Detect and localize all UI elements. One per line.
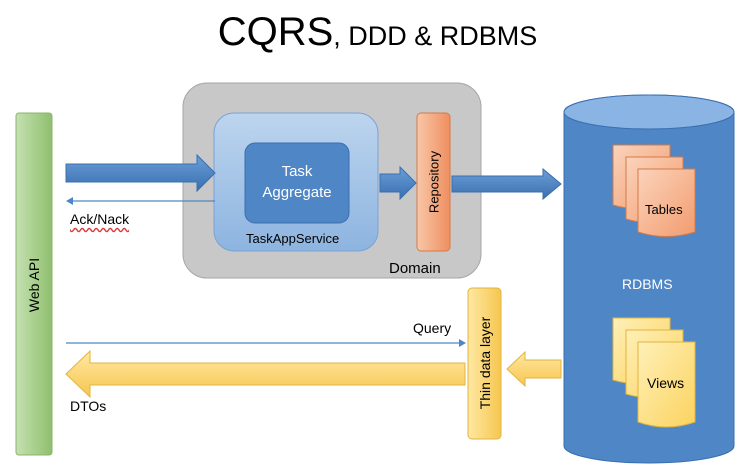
aggregate-label-line2: Aggregate xyxy=(262,184,332,201)
title-sub: , DDD & RDBMS xyxy=(333,21,538,51)
ack-label: Ack/Nack xyxy=(70,211,130,227)
views-docs xyxy=(612,317,696,428)
domain-label: Domain xyxy=(389,260,441,277)
dtos-arrow xyxy=(65,349,466,399)
repo-to-db-arrow xyxy=(451,167,562,201)
command-arrow xyxy=(65,153,216,193)
web-api-label: Web API xyxy=(26,257,42,313)
thin-layer-box xyxy=(467,287,502,440)
ack-arrow-head xyxy=(66,197,73,205)
rdbms-label: RDBMS xyxy=(622,276,673,292)
app-service-label: TaskAppService xyxy=(246,231,340,246)
db-to-thin-arrow xyxy=(506,350,562,388)
dtos-label: DTOs xyxy=(70,398,107,414)
repository-box xyxy=(416,112,451,252)
tables-label: Tables xyxy=(645,202,683,217)
aggregate-box xyxy=(244,142,350,224)
aggregate-label-line1: Task xyxy=(281,163,313,180)
aggregate-to-repo-arrow xyxy=(379,165,417,201)
thin-layer-label: Thin data layer xyxy=(477,316,493,410)
query-arrow-head xyxy=(459,339,466,347)
web-api-box xyxy=(15,112,53,456)
repository-label: Repository xyxy=(426,150,442,214)
database-top xyxy=(563,94,735,130)
title-main: CQRS xyxy=(217,10,334,54)
tables-docs xyxy=(612,144,696,237)
diagram-title: CQRS, DDD & RDBMS xyxy=(0,10,755,55)
query-label: Query xyxy=(413,320,452,336)
views-label: Views xyxy=(647,375,685,391)
